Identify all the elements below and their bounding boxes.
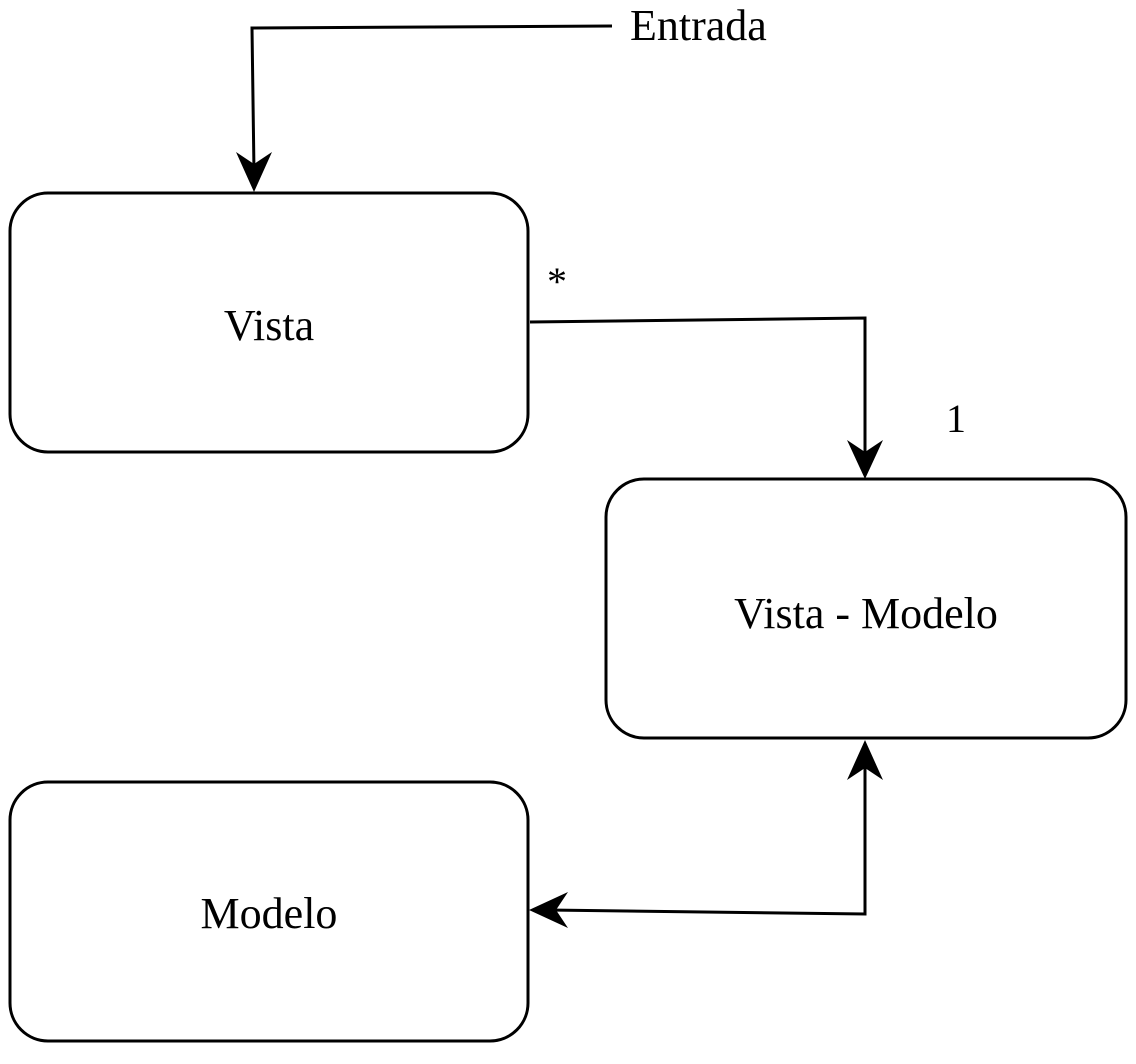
vista-box (8, 191, 530, 454)
vista-node[interactable]: Vista (8, 191, 530, 454)
arrowhead-to-modelo (529, 892, 568, 928)
entrada-arrow-line (250, 24, 613, 173)
vista-modelo-node[interactable]: Vista - Modelo (604, 477, 1128, 740)
modelo-node[interactable]: Modelo (8, 780, 530, 1043)
vista-modelo-modelo-line (547, 756, 867, 916)
entrada-arrowhead (236, 152, 272, 192)
vista-to-vista-modelo-line (529, 316, 867, 462)
arrowhead-to-vista-modelo (847, 740, 883, 780)
modelo-label: Modelo (201, 889, 338, 938)
modelo-box (8, 780, 530, 1043)
vista-modelo-box (604, 477, 1128, 740)
vista-label: Vista (224, 301, 314, 350)
vista-modelo-label: Vista - Modelo (734, 589, 998, 638)
entrada-label: Entrada (630, 1, 767, 50)
vista-to-vista-modelo-arrowhead (847, 440, 883, 479)
target-multiplicity-label: 1 (946, 396, 966, 441)
source-multiplicity-label: * (547, 259, 567, 304)
